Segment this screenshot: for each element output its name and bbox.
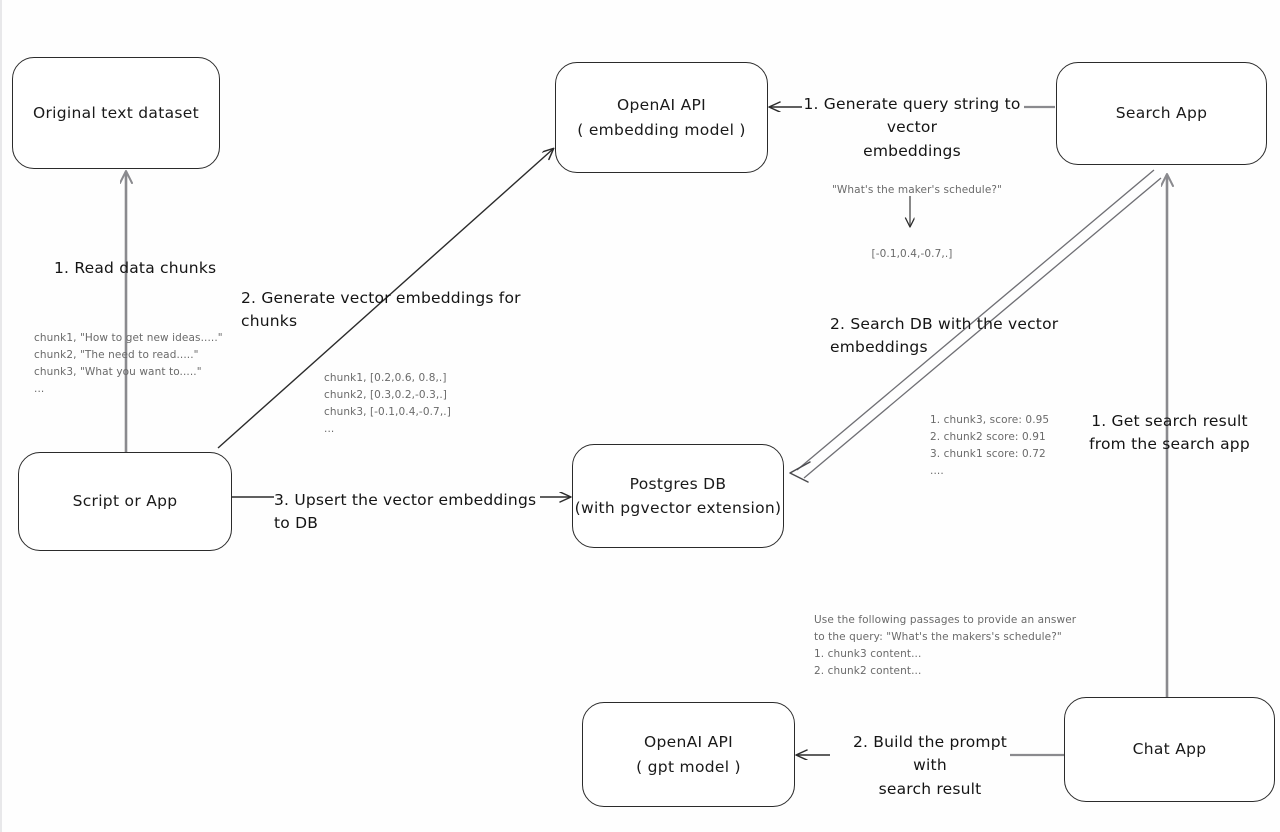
node-openai-gpt-model[interactable]: OpenAI API ( gpt model ): [582, 702, 795, 807]
edge-label-generate-vector-embeddings: 2. Generate vector embeddings for chunks: [241, 289, 521, 331]
node-label-line1: Postgres DB: [629, 474, 727, 493]
edge-label-line1: 2. Build the prompt with: [852, 733, 1008, 775]
edge-label-upsert-to-db: 3. Upsert the vector embeddings to DB: [274, 491, 537, 533]
edge-label-line2: from the search app: [1089, 435, 1250, 454]
node-original-text-dataset[interactable]: Original text dataset: [12, 57, 220, 169]
node-chat-app[interactable]: Chat App: [1064, 697, 1275, 802]
node-label: Chat App: [1132, 740, 1207, 759]
annotation-search-results: 1. chunk3, score: 0.95 2. chunk2 score: …: [930, 414, 1050, 477]
node-label-line2: ( embedding model ): [577, 120, 746, 139]
edge-label-line1: 1. Get search result: [1091, 412, 1248, 430]
node-label: Search App: [1115, 104, 1208, 123]
edge-label-line2: search result: [878, 779, 982, 798]
edge-label-build-prompt: 2. Build the prompt with search result: [840, 731, 1020, 801]
node-label: Original text dataset: [33, 103, 199, 122]
annotation-query-vector: [-0.1,0.4,-0.7,.]: [871, 248, 953, 260]
node-search-app[interactable]: Search App: [1056, 62, 1267, 165]
node-postgres-db[interactable]: Postgres DB (with pgvector extension): [572, 444, 784, 548]
annotation-query-string: "What's the maker's schedule?": [832, 184, 1002, 196]
edge-label-line2: embeddings: [863, 141, 961, 160]
node-label-line2: (with pgvector extension): [574, 499, 782, 517]
edge-label-search-db: 2. Search DB with the vector embeddings: [830, 315, 1059, 357]
edge-label-get-search-result: 1. Get search result from the search app: [1087, 410, 1252, 457]
node-label-line1: OpenAI API: [643, 733, 734, 752]
node-openai-embedding-model[interactable]: OpenAI API ( embedding model ): [555, 62, 768, 173]
edge-label-line1: 1. Generate query string to vector: [803, 95, 1021, 137]
annotation-prompt-text: Use the following passages to provide an…: [814, 614, 1077, 677]
annotation-chunk-vectors: chunk1, [0.2,0.6, 0.8,.] chunk2, [0.3,0.…: [324, 372, 451, 435]
edge-label-read-data-chunks: 1. Read data chunks: [54, 259, 217, 277]
annotation-raw-chunks: chunk1, "How to get new ideas....." chun…: [34, 332, 223, 395]
node-label: Script or App: [72, 492, 178, 511]
node-label-line1: OpenAI API: [616, 96, 707, 115]
node-script-or-app[interactable]: Script or App: [18, 452, 232, 551]
edge-label-generate-query-embeddings: 1. Generate query string to vector embed…: [797, 93, 1027, 163]
node-label-line2: ( gpt model ): [636, 757, 741, 776]
